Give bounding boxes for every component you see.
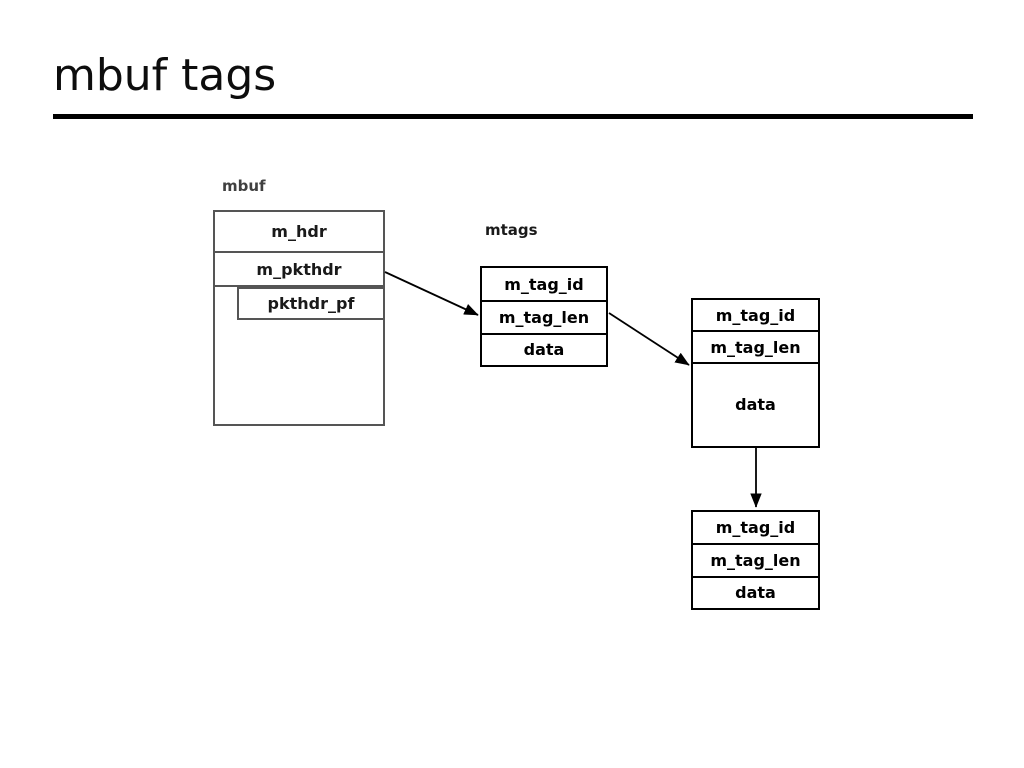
- mtag-third: m_tag_id m_tag_len data: [691, 510, 820, 610]
- mtag-second: m_tag_id m_tag_len data: [691, 298, 820, 448]
- mtag-first-row-m-tag-len: m_tag_len: [482, 302, 606, 335]
- mbuf-row-data-body: [215, 320, 383, 424]
- mbuf-struct: m_hdr m_pkthdr pkthdr_pf: [213, 210, 385, 426]
- mtag-third-row-data: data: [693, 578, 818, 607]
- mbuf-row-m-hdr: m_hdr: [215, 212, 383, 253]
- mbuf-label: mbuf: [222, 177, 266, 195]
- title-divider: [53, 114, 973, 119]
- arrow-mbuf-to-mtag-first: [384, 271, 479, 316]
- mbuf-row-pkthdr-pf: pkthdr_pf: [237, 287, 383, 320]
- page-title: mbuf tags: [53, 50, 277, 101]
- mtag-third-row-m-tag-id: m_tag_id: [693, 512, 818, 545]
- mbuf-row-m-pkthdr: m_pkthdr: [215, 253, 383, 287]
- mtag-second-row-m-tag-id: m_tag_id: [693, 300, 818, 332]
- arrow-mtag-first-to-second: [608, 312, 690, 366]
- mtag-second-row-m-tag-len: m_tag_len: [693, 332, 818, 364]
- mtag-first-row-m-tag-id: m_tag_id: [482, 268, 606, 302]
- mtags-label: mtags: [485, 221, 538, 239]
- mtag-first-row-data: data: [482, 335, 606, 364]
- mtag-third-row-m-tag-len: m_tag_len: [693, 545, 818, 578]
- mtag-first: m_tag_id m_tag_len data: [480, 266, 608, 367]
- mtag-second-row-data: data: [693, 364, 818, 445]
